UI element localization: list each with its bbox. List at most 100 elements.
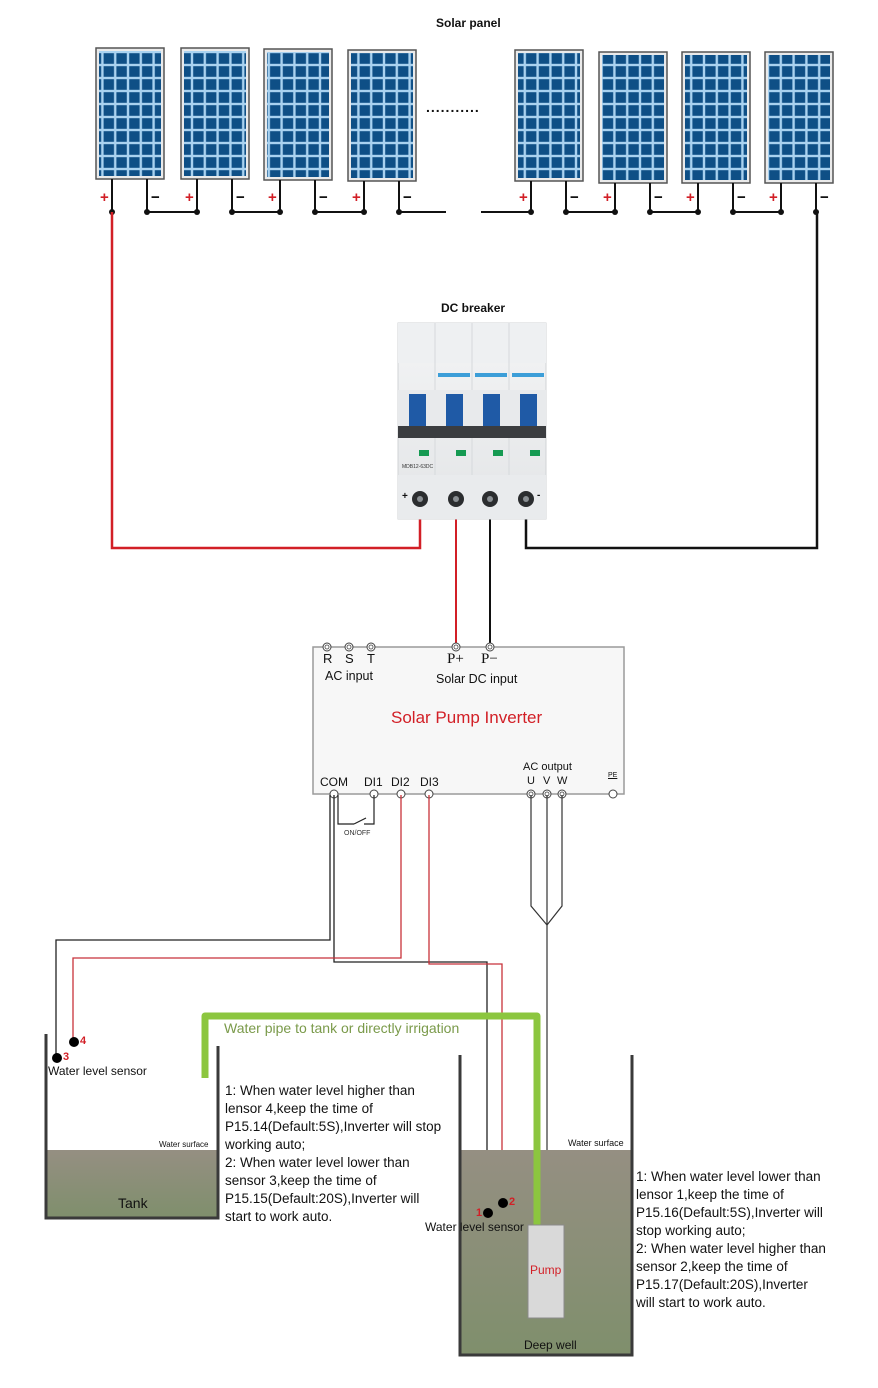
di3-wire-to-well-sensor-2 <box>428 795 503 1202</box>
well-note: 1: When water level lower than lensor 1,… <box>636 1169 826 1310</box>
terminal-t <box>366 642 376 652</box>
terminal-u-label: U <box>527 775 535 787</box>
positive-wire-to-breaker <box>110 212 422 550</box>
solar-panel <box>598 51 668 184</box>
panel-plus-label: + <box>769 189 778 206</box>
deep-well-label: Deep well <box>524 1338 577 1352</box>
tank-sensor-3-label: 3 <box>63 1051 70 1063</box>
well-sensor-1-label: 1 <box>476 1207 483 1219</box>
terminal-di1-label: DI1 <box>364 775 383 789</box>
negative-wire-to-breaker <box>524 212 819 550</box>
terminal-w-label: W <box>557 775 568 787</box>
solar-panel-title: Solar panel <box>436 16 501 30</box>
breaker-terminals <box>412 491 534 507</box>
solar-dc-input-label: Solar DC input <box>436 672 518 686</box>
di2-wire-to-tank-sensor-4 <box>72 795 402 1042</box>
breaker-minus-label: - <box>537 490 541 501</box>
terminal-pe <box>608 789 618 799</box>
panel-minus-label: − <box>737 189 746 206</box>
panel-plus-label: + <box>686 189 695 206</box>
well-sensor-1 <box>483 1208 493 1218</box>
motor-cable-w <box>546 795 563 926</box>
terminal-s <box>344 642 354 652</box>
terminal-r-label: R <box>323 651 333 666</box>
terminal-p-plus-label: P+ <box>447 651 464 667</box>
terminal-v-label: V <box>543 775 551 787</box>
motor-cable-u <box>530 795 548 926</box>
breaker-toggle-4 <box>520 394 537 430</box>
panel-minus-label: − <box>151 189 160 206</box>
pump-label: Pump <box>530 1263 562 1277</box>
solar-panel <box>681 51 751 184</box>
well-sensor-2 <box>498 1198 508 1208</box>
tank-sensor-label: Water level sensor <box>48 1064 147 1078</box>
inverter-box <box>312 646 625 795</box>
panel-minus-label: − <box>319 189 328 206</box>
ac-output-label: AC output <box>523 761 572 773</box>
panel-minus-label: − <box>236 189 245 206</box>
panel-plus-node <box>361 209 367 215</box>
well-sensor-label: Water level sensor <box>425 1220 524 1234</box>
panel-minus-label: − <box>403 189 412 206</box>
terminal-p-minus-label: P− <box>481 651 498 667</box>
panel-plus-node <box>612 209 618 215</box>
panel-plus-node <box>277 209 283 215</box>
panel-plus-label: + <box>100 189 109 206</box>
panel-minus-label: − <box>570 189 579 206</box>
terminal-di2-label: DI2 <box>391 775 410 789</box>
ac-input-label: AC input <box>325 669 373 683</box>
solar-panel <box>263 48 333 181</box>
panel-series-wiring <box>109 179 819 215</box>
water-pipe-label: Water pipe to tank or directly irrigatio… <box>224 1020 460 1036</box>
breaker-toggle-1 <box>409 394 426 430</box>
solar-panel <box>95 47 165 180</box>
panel-plus-label: + <box>603 189 612 206</box>
panel-plus-node <box>695 209 701 215</box>
tank-sensor-4 <box>69 1037 79 1047</box>
panel-plus-node <box>194 209 200 215</box>
solar-panel <box>347 49 417 182</box>
tank-sensor-4-label: 4 <box>80 1035 87 1047</box>
com-wire-to-well <box>333 795 488 1213</box>
pe-label: PE <box>608 772 618 779</box>
panel-minus-label: − <box>820 189 829 206</box>
tank-water-surface-label: Water surface <box>159 1140 209 1149</box>
well-sensor-2-label: 2 <box>509 1196 516 1208</box>
terminal-di3-label: DI3 <box>420 775 439 789</box>
on-off-switch-wire <box>337 795 354 825</box>
breaker-toggle-3 <box>483 394 500 430</box>
panel-ellipsis: ........... <box>426 99 480 115</box>
on-off-switch[interactable] <box>353 817 367 825</box>
solar-panel-array <box>95 47 834 184</box>
tank <box>44 1034 220 1220</box>
panel-plus-label: + <box>352 189 361 206</box>
terminal-t-label: T <box>367 651 375 666</box>
panel-minus-label: − <box>654 189 663 206</box>
breaker-toggle-2 <box>446 394 463 430</box>
panel-plus-label: + <box>185 189 194 206</box>
terminal-p-minus <box>485 642 495 652</box>
inverter-title: Solar Pump Inverter <box>391 708 543 727</box>
solar-panel <box>180 47 250 180</box>
on-off-label: ON/OFF <box>344 830 371 837</box>
tank-label: Tank <box>118 1195 148 1211</box>
panel-plus-label: + <box>519 189 528 206</box>
terminal-com-label: COM <box>320 775 348 789</box>
solar-panel <box>764 51 834 184</box>
inverter-terminals <box>322 642 618 799</box>
com-wire-to-tank <box>55 795 331 1058</box>
terminal-r <box>322 642 332 652</box>
terminal-p-plus <box>451 642 461 652</box>
well-water-surface-label: Water surface <box>568 1138 624 1148</box>
terminal-s-label: S <box>345 651 354 666</box>
dc-breaker <box>397 322 547 520</box>
panel-plus-node <box>778 209 784 215</box>
panel-plus-label: + <box>268 189 277 206</box>
pump <box>527 1224 565 1319</box>
dc-breaker-title: DC breaker <box>441 301 506 315</box>
breaker-plus-label: + <box>402 491 408 502</box>
solar-panel <box>514 49 584 182</box>
tank-note: 1: When water level higher than lensor 4… <box>225 1083 442 1224</box>
breaker-model-label: MDB12-63DC <box>402 464 434 470</box>
